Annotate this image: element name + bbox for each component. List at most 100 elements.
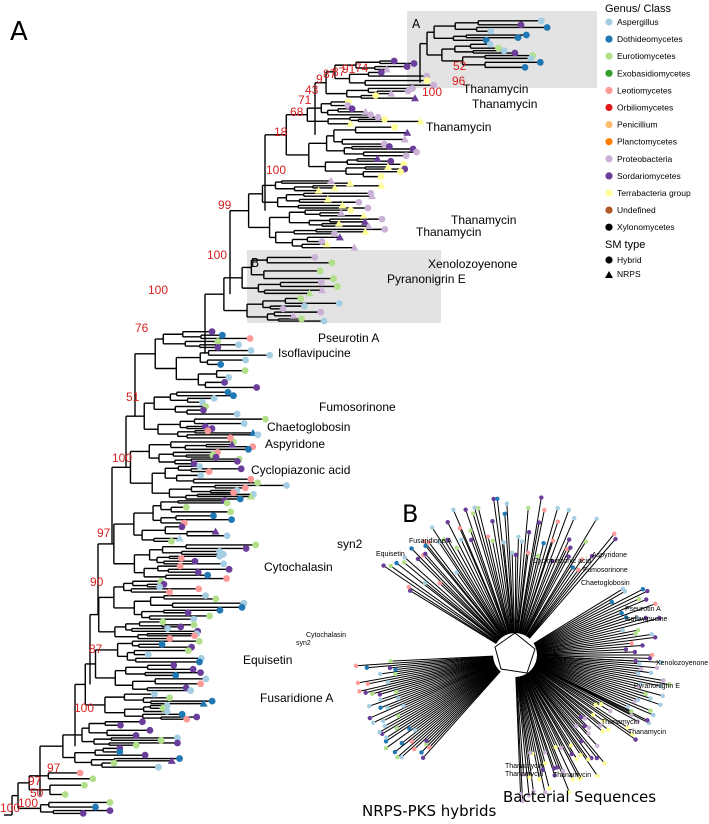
unrooted-tip-label: syn2 — [296, 640, 311, 647]
unrooted-branch — [515, 676, 522, 795]
unrooted-tip — [469, 537, 474, 543]
unrooted-tip — [485, 534, 491, 539]
unrooted-tip — [426, 540, 432, 545]
unrooted-tip — [394, 725, 399, 731]
unrooted-tip — [583, 539, 588, 544]
unrooted-branch — [527, 672, 589, 760]
tip-marker — [212, 595, 220, 603]
unrooted-tip — [509, 550, 515, 555]
legend-item-label: Undefined — [617, 205, 656, 215]
unrooted-tip — [552, 773, 557, 778]
support-value: 100 — [0, 801, 20, 815]
unrooted-tip-label: Cytochalasin — [306, 632, 346, 639]
unrooted-branch — [520, 675, 546, 753]
unrooted-branch — [396, 666, 497, 729]
unrooted-tip — [640, 587, 646, 592]
unrooted-branch — [394, 668, 499, 753]
tip-marker — [210, 394, 218, 402]
tip-marker — [253, 384, 261, 391]
tip-marker — [116, 748, 124, 756]
unrooted-tip — [502, 511, 507, 517]
unrooted-tip — [620, 628, 626, 633]
tip-marker — [247, 347, 255, 354]
tip-marker — [174, 739, 181, 747]
tip-label: Fumosorinone — [319, 400, 396, 414]
unrooted-branch — [536, 633, 636, 652]
unrooted-branch — [369, 663, 496, 719]
unrooted-branch — [426, 669, 500, 742]
unrooted-tip — [423, 551, 428, 557]
unrooted-branch — [411, 548, 501, 640]
unrooted-tip — [409, 546, 414, 551]
unrooted-tip — [459, 537, 464, 542]
tip-marker — [416, 117, 425, 125]
tip-marker — [403, 63, 411, 70]
unrooted-branch — [524, 674, 582, 778]
unrooted-tip — [636, 684, 642, 689]
tip-marker — [347, 206, 355, 214]
tip-marker — [373, 154, 382, 162]
unrooted-tip — [436, 540, 442, 545]
tip-marker — [323, 195, 332, 203]
unrooted-branch — [516, 676, 530, 796]
unrooted-tip-label: Thanamycin — [505, 771, 543, 778]
unrooted-branch — [528, 555, 593, 638]
tip-marker — [364, 204, 372, 212]
unrooted-tip-label: Isoflavipucine — [625, 616, 668, 623]
unrooted-tip — [586, 725, 592, 730]
unrooted-branch — [530, 670, 586, 727]
unrooted-tip-label: Fusaridione A — [409, 538, 452, 545]
unrooted-branch — [401, 668, 498, 744]
unrooted-branch — [535, 599, 647, 647]
unrooted-branch — [528, 533, 615, 639]
unrooted-tip-labels: Fusaridione A Equisetin Cyclopiazonic ac… — [296, 538, 708, 779]
tip-marker — [305, 289, 314, 297]
unrooted-branch — [536, 660, 663, 697]
tip-marker — [338, 201, 347, 209]
unrooted-branch — [535, 617, 627, 649]
unrooted-branch — [536, 659, 641, 685]
legend-item-label: Proteobacteria — [617, 154, 673, 164]
tip-marker — [297, 295, 305, 302]
unrooted-branch — [534, 601, 613, 645]
unrooted-tip — [608, 709, 613, 714]
unrooted-tip — [653, 635, 658, 640]
tip-marker — [191, 632, 198, 640]
unrooted-tip — [574, 723, 579, 729]
tip-marker — [214, 344, 222, 351]
tip-marker — [334, 219, 343, 227]
unrooted-tip — [657, 615, 662, 621]
unrooted-tip — [648, 696, 653, 701]
legend-swatch — [605, 138, 613, 146]
unrooted-branch — [536, 655, 650, 659]
tip-marker — [400, 135, 409, 143]
tip-marker — [387, 89, 396, 97]
support-value: 52 — [453, 59, 467, 73]
unrooted-tip — [542, 750, 548, 755]
tip-marker — [390, 57, 398, 65]
unrooted-tip — [411, 747, 417, 752]
unrooted-tip — [383, 739, 389, 744]
unrooted-branch — [519, 555, 539, 634]
legend-swatch — [605, 206, 613, 214]
unrooted-tip — [392, 749, 398, 755]
unrooted-branch — [530, 669, 582, 718]
tip-marker — [367, 111, 375, 119]
unrooted-branch — [372, 664, 496, 724]
unrooted-branch — [524, 674, 580, 780]
unrooted-branch — [529, 670, 589, 734]
tip-marker — [225, 373, 233, 381]
unrooted-branch — [390, 565, 498, 643]
unrooted-tip — [636, 596, 642, 602]
unrooted-tip-label: Cyclopiazonic acid — [533, 558, 591, 565]
unrooted-branch — [534, 663, 629, 708]
unrooted-tip — [395, 755, 400, 760]
unrooted-branch — [521, 675, 556, 776]
tip-marker — [384, 162, 393, 170]
tip-marker — [202, 675, 210, 683]
unrooted-tip — [407, 726, 412, 731]
unrooted-branch — [403, 663, 496, 707]
tip-marker — [511, 49, 519, 57]
unrooted-tip — [388, 658, 393, 664]
tip-marker — [208, 697, 216, 705]
